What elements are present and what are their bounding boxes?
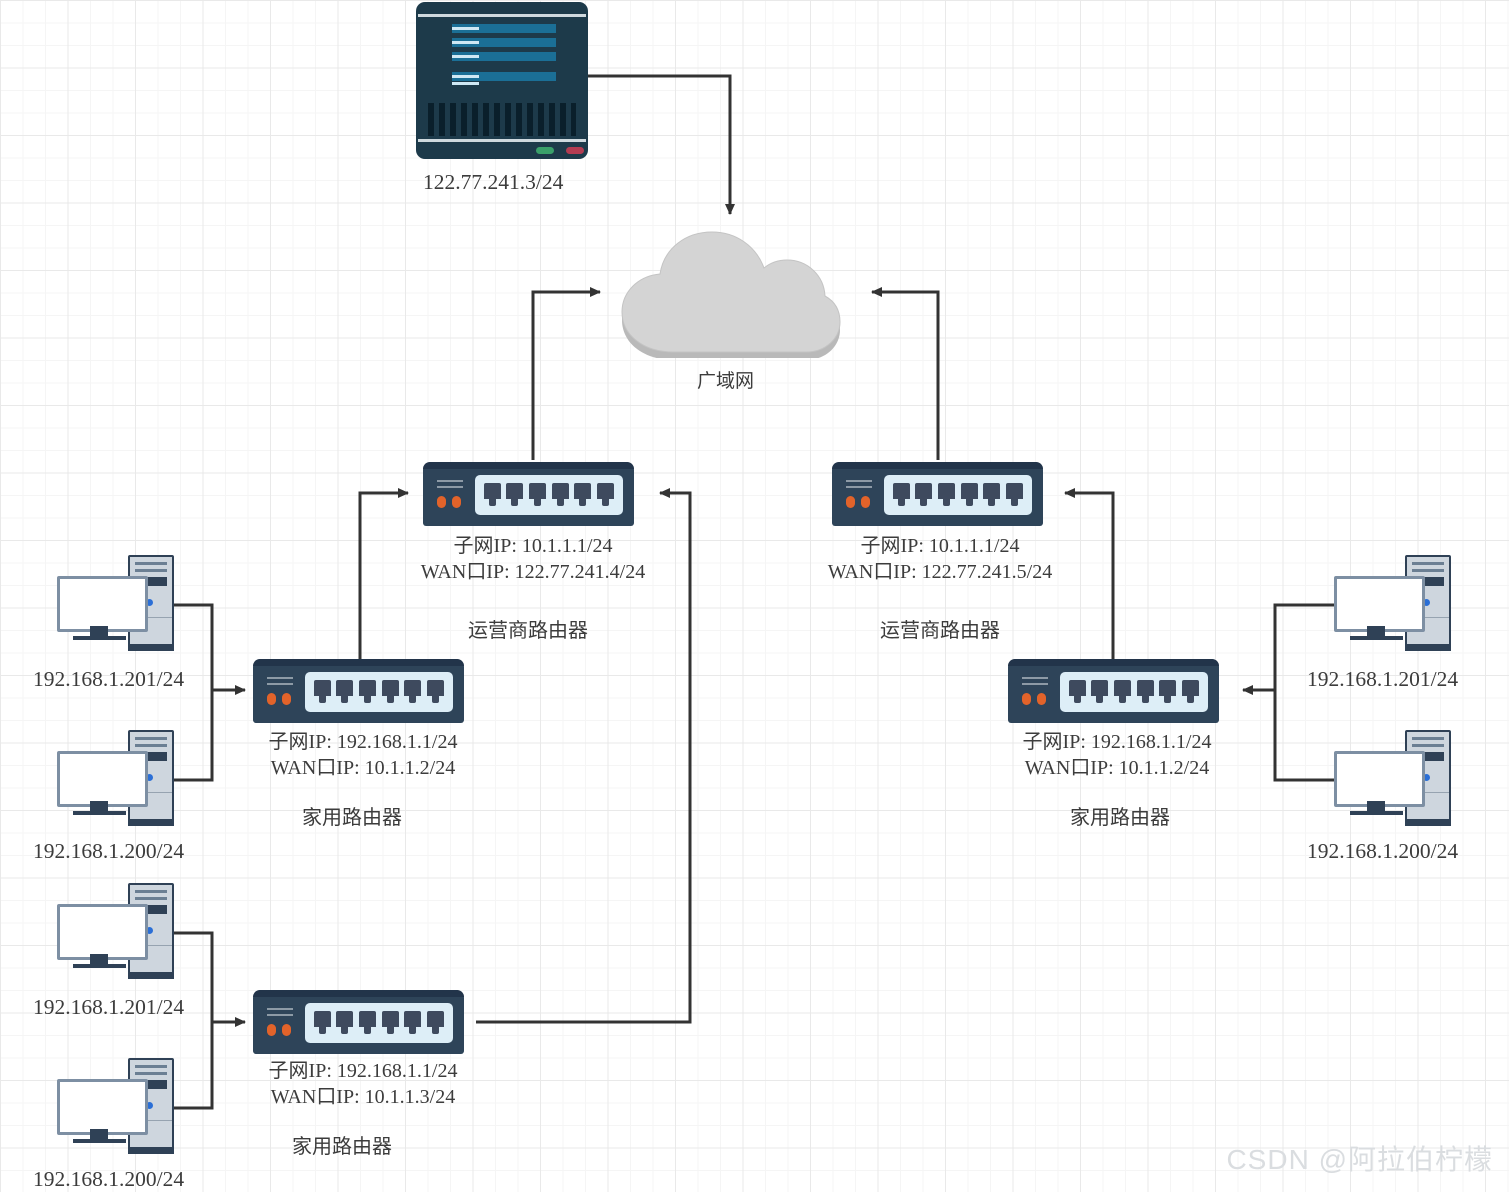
home-router-left-role: 家用路由器: [302, 807, 402, 829]
router-icon[interactable]: [253, 659, 464, 723]
isp-router-left-subnet-ip: 子网IP: 10.1.1.1/24: [453, 535, 613, 557]
pc-icon[interactable]: [1334, 730, 1451, 826]
router-leds: [267, 1024, 291, 1036]
home-router-right-wan-ip: WAN口IP: 10.1.1.2/24: [1024, 757, 1210, 779]
home-router-right-role: 家用路由器: [1070, 807, 1170, 829]
home-router-left-subnet-ip: 子网IP: 192.168.1.1/24: [268, 731, 458, 753]
isp-router-left-wan-ip: WAN口IP: 122.77.241.4/24: [420, 561, 646, 583]
server-screen: [426, 20, 578, 99]
home-router-right-subnet-ip: 子网IP: 192.168.1.1/24: [1022, 731, 1212, 753]
pc-left-bottom-ip: 192.168.1.200/24: [33, 839, 185, 863]
pc-lower-top-ip: 192.168.1.201/24: [33, 995, 185, 1019]
home-router-left-wan-ip: WAN口IP: 10.1.1.2/24: [270, 757, 456, 779]
router-leds: [1022, 693, 1046, 705]
router-port-panel: [305, 1003, 453, 1043]
router-leds: [267, 693, 291, 705]
router-status-lines: [267, 1008, 293, 1020]
wire-isp-right-to-cloud: [871, 287, 940, 460]
wire-pc-left-top-to-router: [172, 603, 246, 695]
router-port-panel: [475, 475, 623, 515]
wire-pc-left-bottom-to-router: [172, 690, 214, 782]
watermark: CSDN @阿拉伯柠檬: [1226, 1144, 1493, 1175]
server-top-lip: [418, 14, 586, 17]
server-led-green: [536, 147, 554, 154]
cloud-icon[interactable]: [616, 228, 844, 360]
router-icon[interactable]: [1008, 659, 1219, 723]
server-icon[interactable]: [416, 2, 588, 159]
pc-icon[interactable]: [57, 555, 174, 651]
pc-icon[interactable]: [57, 883, 174, 979]
wire-pc-right-bottom-to-router: [1273, 690, 1337, 782]
router-icon[interactable]: [423, 462, 634, 526]
isp-router-right-subnet-ip: 子网IP: 10.1.1.1/24: [860, 535, 1020, 557]
pc-right-bottom-ip: 192.168.1.200/24: [1307, 839, 1459, 863]
isp-router-right-wan-ip: WAN口IP: 122.77.241.5/24: [827, 561, 1053, 583]
wire-isp-left-to-cloud: [531, 287, 601, 460]
wire-pc-lower-top-to-router: [172, 931, 246, 1027]
wire-server-to-cloud: [588, 74, 735, 215]
router-port-panel: [305, 672, 453, 712]
wire-home-left-to-isp-left: [358, 488, 409, 660]
server-led-red: [566, 147, 584, 154]
server-vents: [428, 103, 576, 136]
router-icon[interactable]: [832, 462, 1043, 526]
isp-router-left-role: 运营商路由器: [468, 620, 588, 642]
cloud-label: 广域网: [697, 371, 755, 392]
pc-left-top-ip: 192.168.1.201/24: [33, 667, 185, 691]
isp-router-right-role: 运营商路由器: [880, 620, 1000, 642]
router-status-lines: [437, 480, 463, 492]
wire-pc-right-top-to-router: [1242, 603, 1337, 695]
router-leds: [846, 496, 870, 508]
server-bottom-lip: [418, 139, 586, 142]
wire-home-bottom-to-isp-left: [476, 488, 692, 1024]
pc-icon[interactable]: [57, 730, 174, 826]
router-status-lines: [267, 677, 293, 689]
router-leds: [437, 496, 461, 508]
home-router-bottom-subnet-ip: 子网IP: 192.168.1.1/24: [268, 1060, 458, 1082]
pc-lower-bottom-ip: 192.168.1.200/24: [33, 1167, 185, 1191]
router-status-lines: [1022, 677, 1048, 689]
home-router-bottom-wan-ip: WAN口IP: 10.1.1.3/24: [270, 1086, 456, 1108]
wire-pc-lower-bottom-to-router: [172, 1022, 214, 1110]
pc-icon[interactable]: [1334, 555, 1451, 651]
router-status-lines: [846, 480, 872, 492]
wire-home-right-to-isp-right: [1064, 488, 1115, 660]
router-icon[interactable]: [253, 990, 464, 1054]
server-ip-label: 122.77.241.3/24: [423, 170, 564, 194]
router-port-panel: [1060, 672, 1208, 712]
pc-icon[interactable]: [57, 1058, 174, 1154]
router-port-panel: [884, 475, 1032, 515]
home-router-bottom-role: 家用路由器: [292, 1136, 392, 1158]
pc-right-top-ip: 192.168.1.201/24: [1307, 667, 1459, 691]
